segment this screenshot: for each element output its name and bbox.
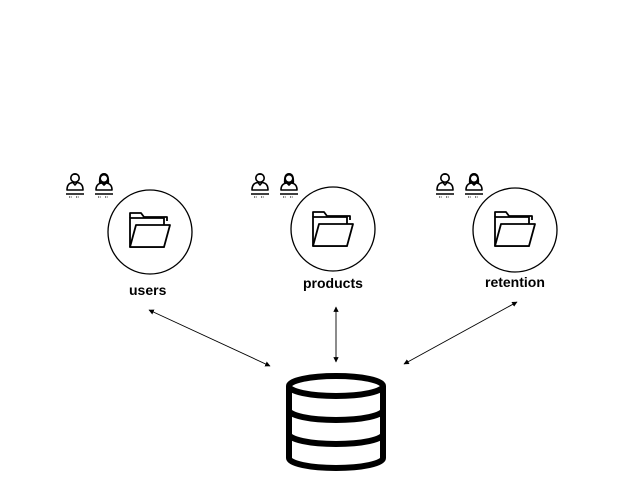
user-pair-icon: [435, 172, 484, 198]
edge-users-database: [148, 309, 271, 367]
user-pair-icon: [250, 172, 299, 198]
edge-retention-database: [403, 301, 518, 365]
database-icon: [286, 373, 386, 471]
node-label-users: users: [129, 282, 167, 298]
folder-icon: [312, 211, 354, 247]
node-retention: [435, 172, 558, 273]
user-pair-icon: [65, 172, 114, 198]
node-users: [65, 172, 193, 275]
node-label-products: products: [303, 275, 363, 291]
node-products: [250, 172, 376, 272]
node-label-retention: retention: [485, 274, 545, 290]
folder-icon: [494, 211, 536, 247]
folder-icon: [129, 212, 171, 248]
